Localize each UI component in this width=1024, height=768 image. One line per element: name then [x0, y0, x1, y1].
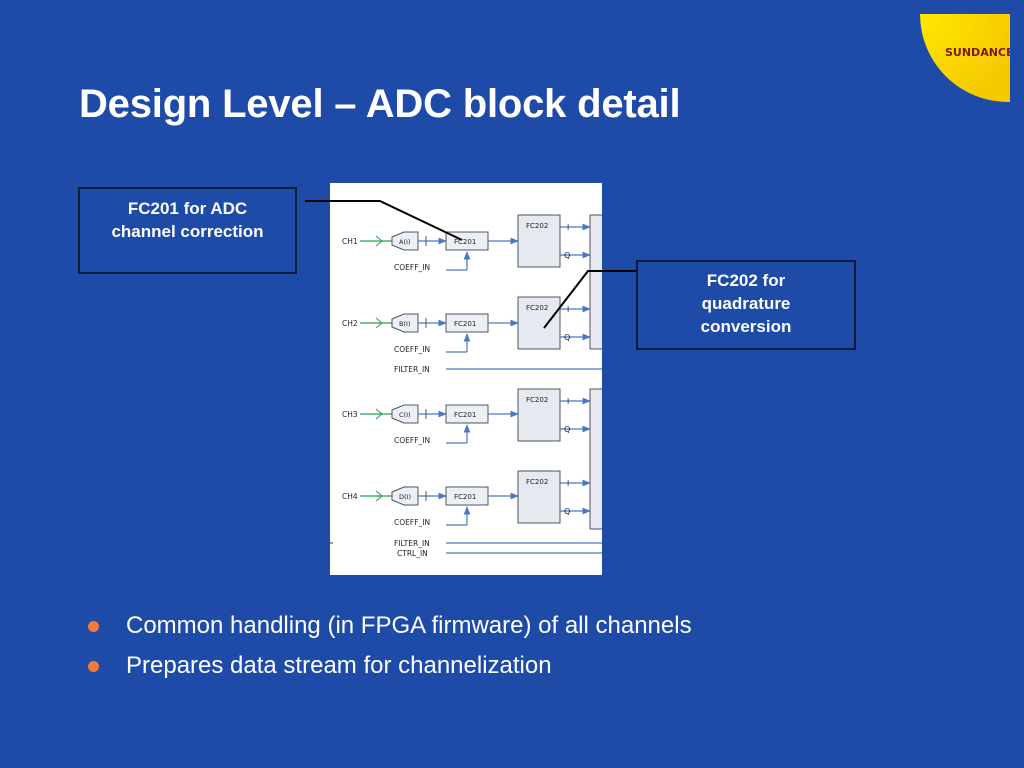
fc202-label: FC202 — [526, 478, 548, 486]
input-arrow-icon — [375, 490, 383, 502]
callout-fc202-line-2: quadrature — [701, 294, 791, 313]
ctrl-in-label: CTRL_IN — [397, 549, 428, 558]
sundance-logo: SUNDANCE — [920, 14, 1010, 102]
fc202-label: FC202 — [526, 222, 548, 230]
input-arrow-icon — [375, 317, 383, 329]
page-title: Design Level – ADC block detail — [79, 82, 681, 126]
i-output-label: I — [567, 223, 569, 232]
channel-label: CH1 — [342, 237, 358, 246]
callout-fc202-line-3: conversion — [700, 317, 792, 336]
fc201-label: FC201 — [454, 320, 476, 328]
fc202-block — [517, 470, 561, 524]
fc201-label: FC201 — [454, 493, 476, 501]
fc201-label: FC201 — [454, 238, 476, 246]
callout-fc201: FC201 for ADC channel correction — [78, 187, 297, 274]
amplifier-block — [391, 486, 419, 506]
coeff-in-label: COEFF_IN — [394, 518, 430, 527]
channel-label: CH3 — [342, 410, 358, 419]
fc201-label: FC201 — [454, 411, 476, 419]
q-output-label: Q — [564, 425, 570, 434]
fc202-label: FC202 — [526, 396, 548, 404]
bullet-text: Prepares data stream for channelization — [126, 652, 552, 679]
q-output-label: Q — [564, 507, 570, 516]
bullet-dot-icon — [88, 661, 99, 672]
bullet-item: Common handling (in FPGA firmware) of al… — [88, 606, 692, 646]
right-combiner-upper — [589, 214, 605, 350]
input-arrow-icon — [375, 408, 383, 420]
amplifier-label: B(I) — [399, 320, 410, 328]
fc202-block — [517, 388, 561, 442]
filter-in-label-2: FILTER_IN — [394, 539, 430, 548]
amplifier-label: A(I) — [399, 238, 410, 246]
coeff-in-label: COEFF_IN — [394, 436, 430, 445]
i-output-label: I — [567, 305, 569, 314]
i-output-label: I — [567, 479, 569, 488]
amplifier-block — [391, 404, 419, 424]
coeff-in-label: COEFF_IN — [394, 263, 430, 272]
fc202-label: FC202 — [526, 304, 548, 312]
callout-fc201-line-2: channel correction — [111, 222, 264, 241]
bullet-list: Common handling (in FPGA firmware) of al… — [88, 606, 692, 686]
q-output-label: Q — [564, 333, 570, 342]
bullet-dot-icon — [88, 621, 99, 632]
logo-text: SUNDANCE — [945, 46, 1010, 59]
amplifier-block — [391, 313, 419, 333]
channel-label: CH4 — [342, 492, 358, 501]
callout-fc202: FC202 for quadrature conversion — [636, 260, 856, 350]
filter-in-label-1: FILTER_IN — [394, 365, 430, 374]
channel-label: CH2 — [342, 319, 358, 328]
bullet-text: Common handling (in FPGA firmware) of al… — [126, 612, 692, 639]
amplifier-label: C(I) — [399, 411, 411, 419]
i-output-label: I — [567, 397, 569, 406]
callout-fc202-line-1: FC202 for — [706, 271, 786, 290]
fc202-block — [517, 214, 561, 268]
q-output-label: Q — [564, 251, 570, 260]
callout-fc201-line-1: FC201 for ADC — [127, 199, 248, 218]
bullet-item: Prepares data stream for channelization — [88, 646, 692, 686]
coeff-in-label: COEFF_IN — [394, 345, 430, 354]
amplifier-label: D(I) — [399, 493, 411, 501]
right-combiner-lower — [589, 388, 605, 530]
